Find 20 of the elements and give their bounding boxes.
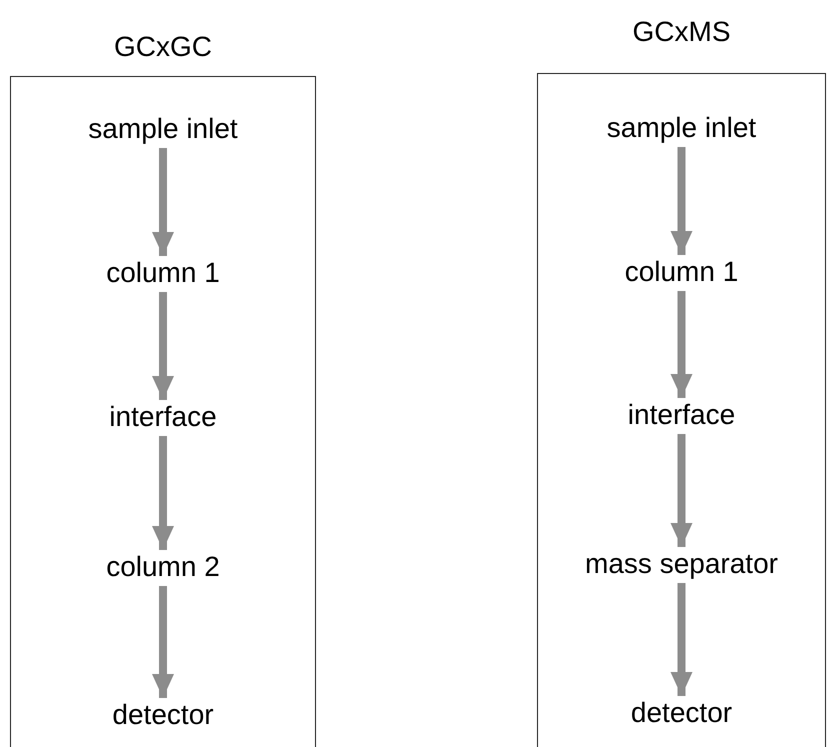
- step-label: mass separator: [585, 549, 778, 579]
- arrow: [670, 434, 692, 547]
- arrow: [670, 147, 692, 255]
- step-label: sample inlet: [606, 113, 756, 143]
- step-label: column 1: [106, 258, 220, 288]
- arrow: [152, 292, 174, 400]
- step-label: column 1: [624, 257, 738, 287]
- arrow: [670, 583, 692, 696]
- step-label: column 2: [106, 552, 220, 582]
- panel-heading: GCxGC: [113, 31, 213, 63]
- arrow: [152, 586, 174, 698]
- step-label: interface: [109, 402, 217, 432]
- step-label: detector: [630, 698, 732, 728]
- arrow: [152, 436, 174, 550]
- arrow: [670, 291, 692, 398]
- step-label: sample inlet: [88, 114, 238, 144]
- panel-heading: GCxMS: [632, 16, 732, 48]
- arrow: [152, 148, 174, 256]
- step-label: interface: [628, 400, 736, 430]
- step-label: detector: [112, 700, 214, 730]
